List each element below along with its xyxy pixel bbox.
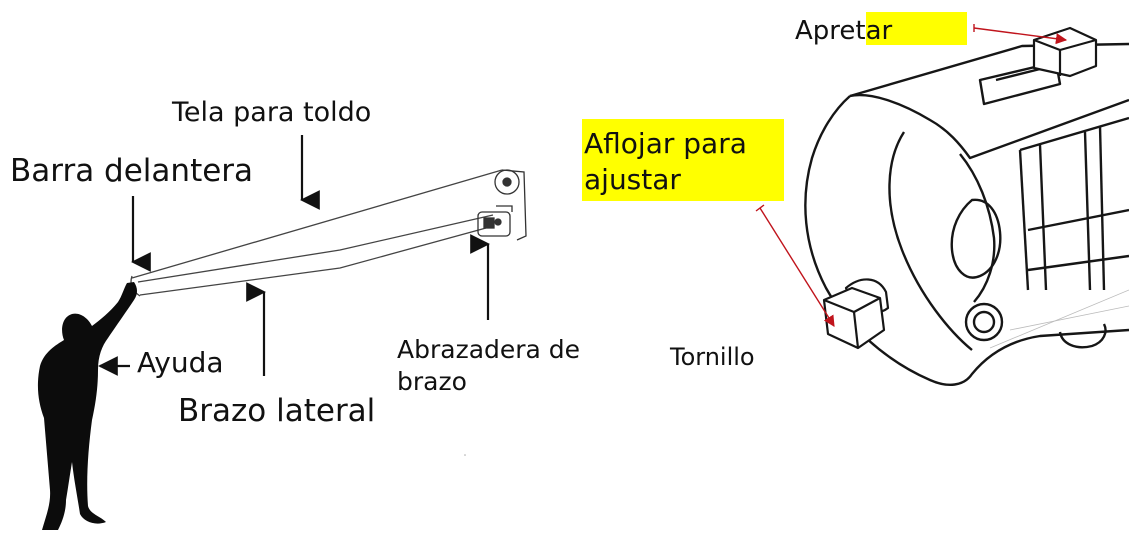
loosen-label: Aflojar para ajustar xyxy=(584,127,747,197)
arm-clamp-assembly xyxy=(477,169,527,241)
tighten-highlight xyxy=(866,12,967,45)
helper-silhouette xyxy=(37,282,138,530)
arm-clamp-body xyxy=(477,211,511,237)
tighten-label: Apretar xyxy=(795,16,893,46)
front-bar-label: Barra delantera xyxy=(10,153,254,189)
side-arm-lower xyxy=(139,227,487,296)
awning-fabric-edge xyxy=(131,169,503,279)
awning-pointer-arrows xyxy=(98,135,490,376)
top-hex-nut xyxy=(1032,26,1098,78)
loosen-highlight xyxy=(582,119,784,201)
fabric-label: Tela para toldo xyxy=(172,97,372,128)
side-arm-label: Brazo lateral xyxy=(178,393,376,429)
tighten-arrow xyxy=(973,27,1068,45)
loosen-arrow xyxy=(759,207,835,327)
arm-clamp-label: Abrazadera de brazo xyxy=(397,335,581,396)
awning-arm-assembly xyxy=(130,169,503,297)
side-arm-upper xyxy=(137,214,494,283)
bracket-slot xyxy=(950,198,1002,279)
pivot-hole xyxy=(964,302,1004,342)
bolt-label: Tornillo xyxy=(670,343,755,371)
adjustment-arrows xyxy=(755,24,1068,327)
side-hex-bolt xyxy=(822,278,890,350)
helper-label: Ayuda xyxy=(137,346,224,379)
